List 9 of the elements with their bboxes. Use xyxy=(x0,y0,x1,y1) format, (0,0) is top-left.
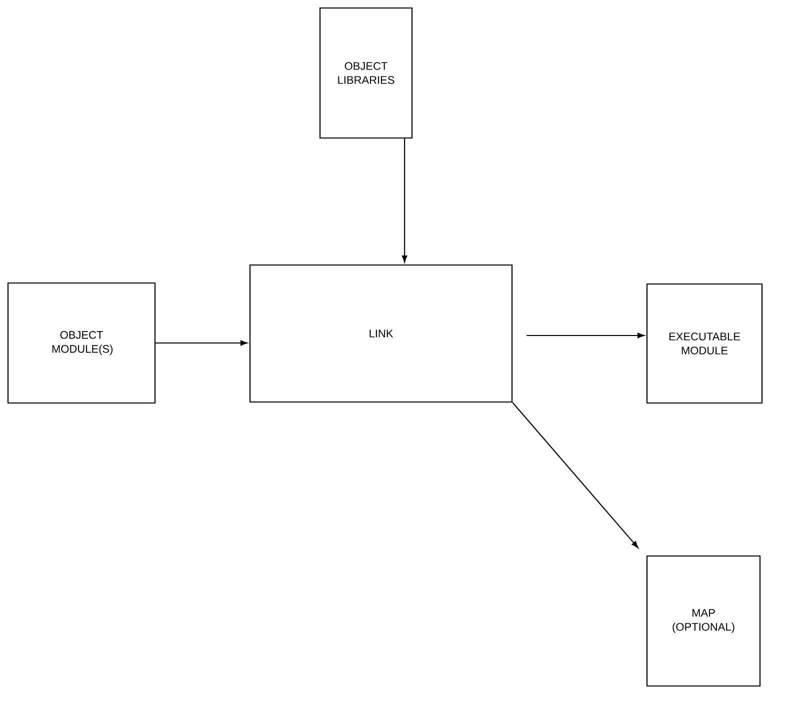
arrow xyxy=(402,138,408,262)
arrow xyxy=(526,332,644,338)
process-box: MAP (OPTIONAL) xyxy=(646,555,761,687)
process-box: EXECUTABLE MODULE xyxy=(646,283,763,404)
arrow xyxy=(512,402,638,548)
process-box: OBJECT MODULE(S) xyxy=(7,282,156,404)
arrow xyxy=(156,340,248,346)
process-box: LINK xyxy=(249,264,513,403)
process-box: OBJECT LIBRARIES xyxy=(319,7,413,139)
